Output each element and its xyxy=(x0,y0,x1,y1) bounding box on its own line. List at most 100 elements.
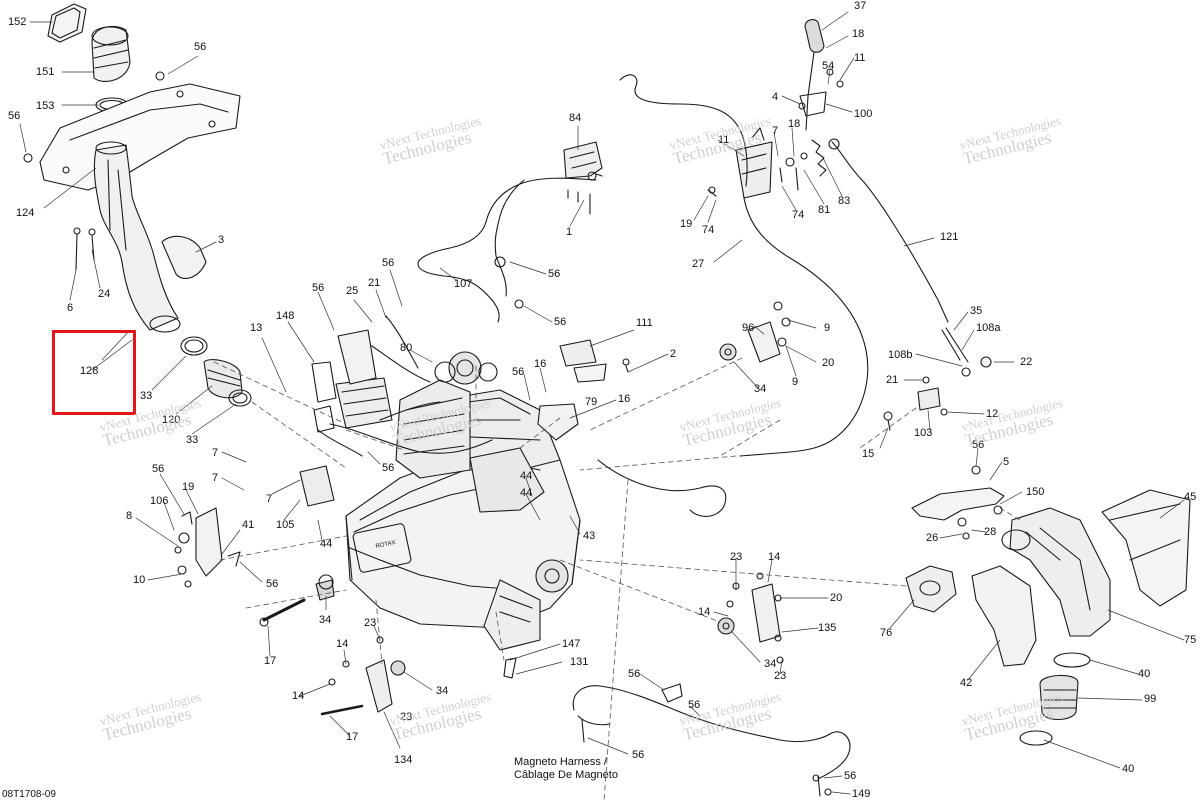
callout-label: 7 xyxy=(266,493,273,505)
callout-label: 56 xyxy=(8,110,21,122)
outlet-clamp-upper xyxy=(1053,652,1091,668)
callout-label: 108b xyxy=(888,349,913,361)
callout-label: 19 xyxy=(680,218,693,230)
callout-label: 148 xyxy=(276,310,295,322)
callout-label: 21 xyxy=(368,277,381,289)
callout-label: 41 xyxy=(242,519,255,531)
callout-label: 153 xyxy=(36,100,55,112)
harness-bracket xyxy=(337,329,377,385)
callout-label: 33 xyxy=(140,390,153,402)
callout-label: 151 xyxy=(36,66,55,78)
callout-label: 21 xyxy=(886,374,899,386)
callout-label: 96 xyxy=(742,322,755,334)
relay-plate xyxy=(311,361,337,403)
vent-hose xyxy=(597,459,727,517)
cvt-air-outlet-bracket xyxy=(911,465,1005,540)
callout-label: 9 xyxy=(824,322,831,334)
callout-label: 42 xyxy=(960,677,973,689)
callout-label: 56 xyxy=(382,462,395,474)
callout-label: 111 xyxy=(636,317,653,329)
rod-nut xyxy=(980,356,992,368)
callout-label: 149 xyxy=(852,788,871,800)
callout-label: 14 xyxy=(698,606,711,618)
callout-label: 44 xyxy=(320,538,333,550)
callout-label: 7 xyxy=(772,125,779,137)
callout-label: 56 xyxy=(688,699,701,711)
callout-label: 34 xyxy=(319,614,332,626)
callout-label: 44 xyxy=(520,487,533,499)
magneto-harness xyxy=(572,683,851,797)
callout-label: 33 xyxy=(186,434,199,446)
callout-label: 43 xyxy=(583,530,596,542)
callout-label: 40 xyxy=(1122,763,1135,775)
callout-label: 56 xyxy=(548,268,561,280)
callout-label: 56 xyxy=(266,578,279,590)
callout-label: 15 xyxy=(862,448,875,460)
callout-label: 135 xyxy=(818,622,837,634)
outlet-adapter xyxy=(905,565,957,613)
coupling-clamps xyxy=(180,336,252,407)
callout-label: 103 xyxy=(914,427,933,439)
shift-lever xyxy=(798,19,844,131)
callout-label: 10 xyxy=(133,574,146,586)
intake-duct-tube xyxy=(93,141,181,333)
callout-label: 3 xyxy=(218,234,225,246)
shift-rod xyxy=(831,141,949,323)
callout-label: 26 xyxy=(926,532,939,544)
callout-label: 9 xyxy=(792,376,799,388)
callout-label: 8 xyxy=(126,510,133,522)
callout-label: 12 xyxy=(986,408,999,420)
callout-label: 23 xyxy=(774,670,787,682)
document-id: 08T1708-09 xyxy=(2,789,56,800)
shift-mechanism xyxy=(735,127,808,199)
caption-line-1: Magneto Harness / xyxy=(514,756,607,768)
callout-label: 84 xyxy=(569,112,582,124)
callout-label: 34 xyxy=(754,383,767,395)
callout-label: 34 xyxy=(764,658,777,670)
callout-label: 152 xyxy=(8,16,27,28)
callout-label: 27 xyxy=(692,258,705,270)
crankcase-vent-bracket xyxy=(719,301,791,363)
callout-label: 56 xyxy=(628,668,641,680)
callout-label: 11 xyxy=(854,52,866,64)
callout-label: 35 xyxy=(970,305,983,317)
callout-label: 40 xyxy=(1138,668,1151,680)
wiring-harness-main xyxy=(317,315,493,457)
callout-label: 18 xyxy=(852,28,865,40)
callout-label: 14 xyxy=(292,690,305,702)
callout-label: 20 xyxy=(822,357,835,369)
callout-label: 75 xyxy=(1184,634,1197,646)
callout-label: 28 xyxy=(984,526,997,538)
callout-label: 7 xyxy=(212,447,219,459)
callout-label: 37 xyxy=(854,0,867,12)
right-engine-mount xyxy=(717,572,784,664)
engine-assembly xyxy=(345,351,581,651)
sensor-connector xyxy=(559,339,630,383)
callout-label: 99 xyxy=(1144,693,1157,705)
callout-label: 107 xyxy=(454,278,473,290)
callout-label: 76 xyxy=(880,627,893,639)
callout-label: 147 xyxy=(562,638,581,650)
outlet-silencer xyxy=(1039,674,1079,721)
callout-label: 120 xyxy=(162,414,181,426)
callout-label: 56 xyxy=(382,257,395,269)
callout-label: 74 xyxy=(702,224,715,236)
callout-label: 56 xyxy=(194,41,207,53)
callout-label: 56 xyxy=(972,439,985,451)
callout-label: 24 xyxy=(98,288,111,300)
callout-label: 5 xyxy=(1003,456,1010,468)
reverse-interlock xyxy=(883,376,948,431)
callout-label: 25 xyxy=(346,285,359,297)
intake-screws xyxy=(23,71,165,271)
sensor-bracket xyxy=(537,403,579,441)
magneto-harness-caption: Magneto Harness / Câblage De Magneto xyxy=(514,756,618,782)
callout-label: 56 xyxy=(512,366,525,378)
callout-label: 22 xyxy=(1020,356,1033,368)
shift-cable xyxy=(739,197,869,457)
callout-label: 44 xyxy=(520,470,533,482)
callout-label: 56 xyxy=(632,749,645,761)
callout-label: 150 xyxy=(1026,486,1045,498)
callout-label: 4 xyxy=(772,91,779,103)
throttle-screws xyxy=(567,189,591,215)
callout-label: 81 xyxy=(818,204,831,216)
